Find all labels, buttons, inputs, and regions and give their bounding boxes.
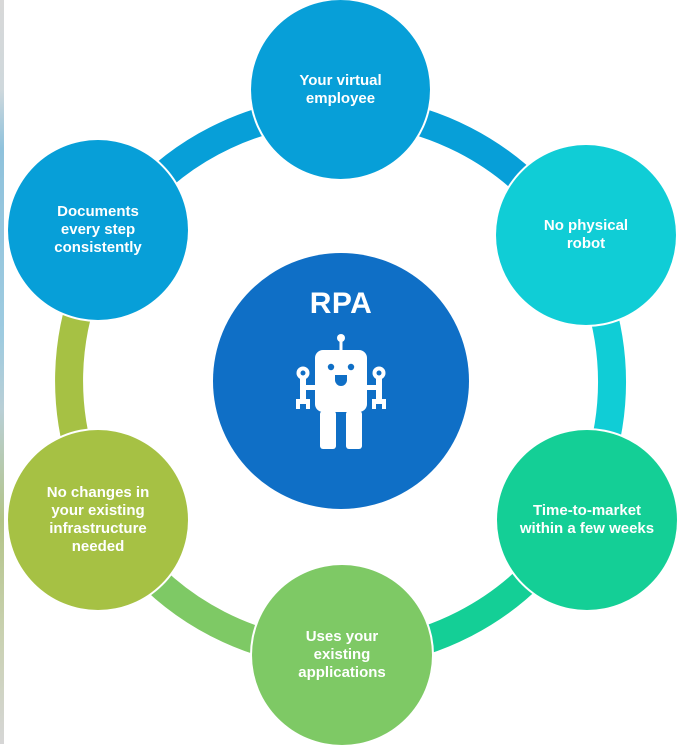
node-label: No physical robot <box>543 217 629 252</box>
node-label: Time-to-market within a few weeks <box>519 502 655 537</box>
node-uses-existing-applications: Uses your existing applications <box>252 565 432 745</box>
node-label: Your virtual employee <box>299 71 382 107</box>
node-documents-every-step: Documents every step consistently <box>8 140 188 320</box>
node-label: No changes in your existing infrastructu… <box>46 484 150 555</box>
node-no-physical-robot: No physical robot <box>496 145 676 325</box>
node-no-infrastructure-changes: No changes in your existing infrastructu… <box>8 430 188 610</box>
robot-icon <box>296 334 386 449</box>
node-time-to-market: Time-to-market within a few weeks <box>497 430 677 610</box>
center-rpa-hub: RPA <box>213 253 469 509</box>
node-label: Uses your existing applications <box>298 628 386 681</box>
node-virtual-employee: Your virtual employee <box>251 0 430 179</box>
node-label: Documents every step consistently <box>54 203 142 256</box>
left-edge-strip <box>0 0 4 744</box>
center-title: RPA <box>309 287 373 320</box>
